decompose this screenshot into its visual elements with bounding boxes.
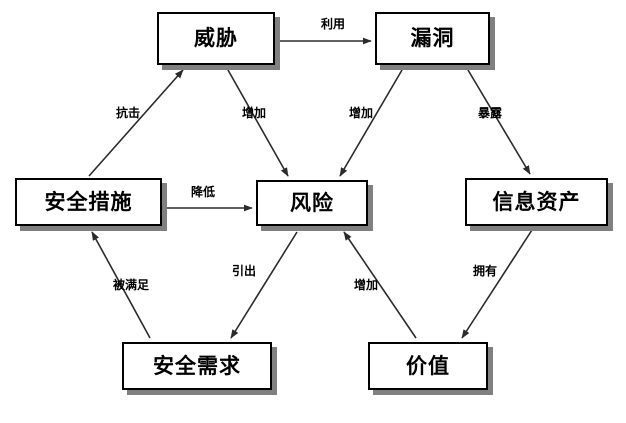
node-asset[interactable]: 信息资产 — [465, 178, 608, 226]
node-need[interactable]: 安全需求 — [122, 342, 272, 390]
edge-label-control-reduces-risk: 降低 — [190, 185, 216, 199]
node-risk[interactable]: 风险 — [256, 180, 368, 226]
node-label-need: 安全需求 — [153, 353, 241, 378]
node-label-asset: 信息资产 — [492, 189, 581, 214]
node-label-value: 价值 — [406, 353, 450, 378]
edge-vuln-exposes-asset — [467, 69, 531, 175]
edge-label-threat-increases-risk: 增加 — [241, 106, 267, 120]
edge-label-need-satisfied-by-control: 被满足 — [112, 278, 150, 292]
edge-label-risk-elicits-need: 引出 — [231, 264, 257, 278]
edge-label-control-counters-threat: 抗击 — [115, 106, 141, 120]
edge-label-value-increases-risk: 增加 — [353, 278, 379, 292]
edge-label-asset-has-value: 拥有 — [472, 264, 498, 278]
node-label-vuln: 漏洞 — [410, 26, 455, 50]
node-vuln[interactable]: 漏洞 — [375, 12, 490, 65]
edge-risk-elicits-need — [230, 231, 298, 339]
edge-label-vuln-exposes-asset: 暴露 — [477, 106, 503, 120]
edge-vuln-increases-risk — [339, 69, 403, 177]
edge-threat-increases-risk — [227, 69, 289, 177]
edge-control-counters-threat — [88, 69, 184, 177]
node-value[interactable]: 价值 — [368, 342, 488, 390]
edge-asset-has-value — [461, 229, 533, 339]
node-threat[interactable]: 威胁 — [157, 12, 275, 65]
edge-label-threat-exploits-vuln: 利用 — [320, 17, 346, 31]
node-label-threat: 威胁 — [194, 26, 238, 50]
node-label-control: 安全措施 — [44, 189, 133, 214]
node-control[interactable]: 安全措施 — [15, 178, 162, 226]
node-label-risk: 风险 — [290, 190, 334, 215]
edge-label-vuln-increases-risk: 增加 — [348, 106, 374, 120]
